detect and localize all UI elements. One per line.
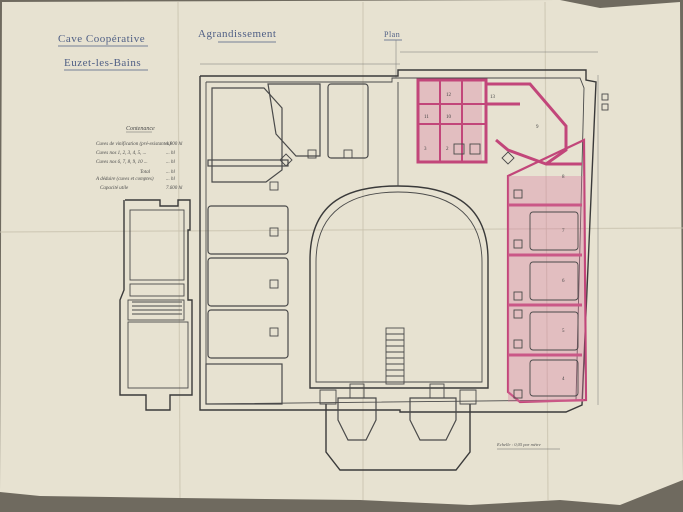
legend-value-1: 1.800 hl [166, 142, 183, 147]
title-center: Agrandissement [198, 28, 276, 40]
capacity-legend: Contenance Cuves de vinification (pré-ex… [95, 126, 183, 191]
legend-heading: Contenance [126, 126, 155, 132]
room-number: 5 [562, 329, 565, 334]
scale-note: Echelle : 0,05 par mètre [496, 442, 541, 448]
left-vats [205, 83, 369, 405]
room-number: 10 [446, 115, 452, 120]
room-number: 8 [562, 175, 565, 180]
room-number: 9 [536, 125, 539, 130]
room-number: 2 [446, 147, 449, 152]
room-number: 11 [424, 115, 429, 120]
extension-pink [416, 78, 588, 404]
left-annex [119, 199, 193, 411]
legend-row-4: Total [140, 170, 151, 175]
legend-row-2: Cuves nos 1, 2, 3, 4, 5, ... [96, 151, 146, 156]
title-right: Plan [384, 30, 400, 39]
building-outline [199, 69, 597, 413]
legend-value-2: ... hl [166, 151, 176, 156]
legend-row-6: Capacité utile [100, 186, 129, 191]
room-number: 4 [562, 377, 565, 382]
legend-value-4: ... hl [166, 170, 176, 175]
central-hall [309, 82, 489, 389]
room-number: 13 [490, 95, 496, 100]
title-line-1: Cave Coopérative [58, 33, 145, 45]
title-line-2: Euzet-les-Bains [64, 57, 141, 69]
legend-row-5: A déduire (cuves et comptes) [95, 177, 154, 182]
legend-value-3: ... hl [166, 160, 176, 165]
legend-value-5: ... hl [166, 177, 176, 182]
room-number: 7 [562, 229, 565, 234]
legend-row-3: Cuves nos 6, 7, 8, 9, 10 ... [96, 160, 148, 165]
room-number: 6 [562, 279, 565, 284]
room-number: 3 [424, 147, 427, 152]
legend-row-1: Cuves de vinification (pré-existantes) [96, 142, 171, 147]
extension-vats [453, 93, 609, 399]
front-porch [319, 383, 477, 471]
room-number: 12 [446, 93, 452, 98]
legend-value-6: 7.600 hl [166, 186, 183, 191]
